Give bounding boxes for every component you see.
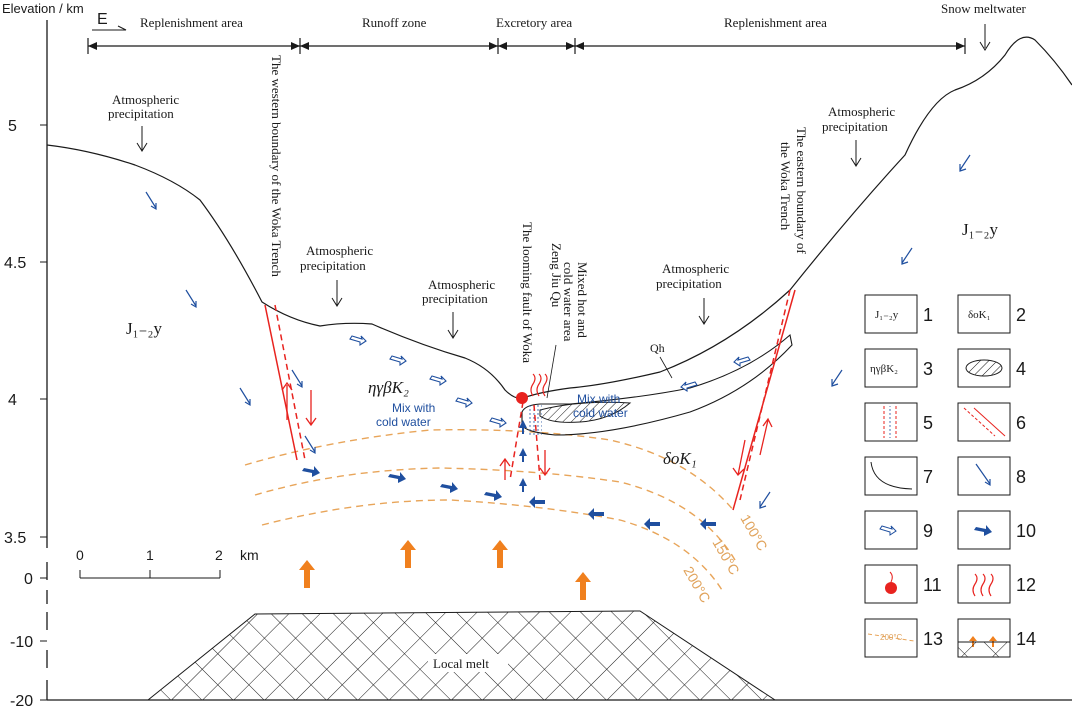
zone-ranges: [87, 38, 966, 54]
looming-fault: [499, 401, 551, 481]
legend-num-6: 6: [1016, 413, 1026, 433]
legend-swatch-11: [885, 571, 897, 594]
scale-tick-1: 1: [146, 547, 154, 563]
isotherm-200: [261, 499, 723, 591]
precip-5-line2: precipitation: [822, 119, 888, 134]
precip-1-line1: Atmospheric: [112, 92, 179, 107]
precip-4-line1: Atmospheric: [662, 261, 729, 276]
orientation-label: E: [97, 11, 108, 28]
steam-icon: [530, 373, 548, 397]
hot-spring-icon: [516, 392, 528, 404]
precip-3-line2: precipitation: [422, 291, 488, 306]
legend-num-1: 1: [923, 305, 933, 325]
legend-num-12: 12: [1016, 575, 1036, 595]
isotherm-label-100: 100°C: [737, 512, 770, 554]
scale-bar: [79, 570, 221, 579]
legend-swatch-5: [883, 406, 897, 438]
scale-unit: km: [240, 547, 259, 563]
isotherm-label-200: 200°C: [680, 564, 713, 606]
infiltration-arrows: [145, 154, 971, 509]
legend-num-7: 7: [923, 467, 933, 487]
east-boundary-fault: [732, 289, 796, 511]
legend-swatch-3: ηγβK₂: [870, 363, 898, 375]
heat-arrows: [299, 540, 591, 600]
mix-right-2: cold water: [573, 406, 628, 420]
legend-swatch-7: [870, 461, 913, 490]
rock-j-west: J₁₋₂y: [126, 319, 162, 338]
deep-melt: Local melt: [146, 610, 777, 701]
precip-1-line2: precipitation: [108, 106, 174, 121]
legend-swatch-10: [974, 525, 992, 536]
tick-minus-20: -20: [10, 693, 33, 709]
precip-3-line1: Atmospheric: [428, 277, 495, 292]
mixed-area-label-1: Mixed hot and: [575, 262, 590, 338]
precip-2-line2: precipitation: [300, 258, 366, 273]
legend-swatch-8: [975, 463, 991, 487]
orientation-marker: E: [92, 11, 127, 31]
snow-arrow: [979, 24, 991, 51]
precip-5-line1: Atmospheric: [828, 104, 895, 119]
legend-num-3: 3: [923, 359, 933, 379]
scale-tick-2: 2: [215, 547, 223, 563]
zone-replenishment-east: Replenishment area: [724, 15, 827, 30]
legend-num-11: 11: [923, 575, 942, 595]
tick-4-5: 4.5: [4, 255, 26, 272]
runoff-arrows: [349, 335, 751, 429]
rock-eta: ηγβK₂: [368, 378, 409, 397]
west-boundary-label: The western boundary of the Woka Trench: [269, 55, 284, 277]
deep-flow-arrows: [302, 466, 716, 530]
legend-num-13: 13: [923, 629, 943, 649]
legend-swatch-14: [957, 636, 1011, 658]
zone-replenishment-west: Replenishment area: [140, 15, 243, 30]
west-boundary-fault: [264, 304, 317, 461]
legend-swatch-2: δoK₁: [968, 309, 991, 321]
tick-0: 0: [24, 571, 33, 588]
legend-swatch-9: [879, 525, 897, 536]
precip-4-line2: precipitation: [656, 276, 722, 291]
legend-num-5: 5: [923, 413, 933, 433]
rock-delta: δoK₁: [663, 449, 697, 468]
east-boundary-label-1: The eastern boundary of: [794, 127, 809, 254]
legend-num-4: 4: [1016, 359, 1026, 379]
zone-excretory: Excretory area: [496, 15, 572, 30]
axis-title: Elevation / km: [2, 1, 84, 16]
tick-3-5: 3.5: [4, 530, 26, 547]
legend-num-9: 9: [923, 521, 933, 541]
legend-swatch-1: J₁₋₂y: [875, 309, 899, 321]
tick-5: 5: [8, 118, 17, 135]
isotherm-150: [254, 467, 736, 561]
isotherms: [244, 429, 736, 591]
snow-meltwater-label: Snow meltwater: [941, 1, 1027, 16]
legend-num-8: 8: [1016, 467, 1026, 487]
tick-4: 4: [8, 392, 17, 409]
local-melt-label: Local melt: [433, 656, 489, 671]
legend-swatch-13: 200°C: [880, 633, 903, 642]
legend-num-10: 10: [1016, 521, 1036, 541]
qh-label: Qh: [650, 341, 665, 355]
tick-minus-10: -10: [10, 634, 33, 651]
isotherm-100: [244, 429, 736, 513]
rock-j-east: J₁₋₂y: [962, 220, 998, 239]
mixed-zone-hatch: [539, 401, 632, 423]
precip-2-line1: Atmospheric: [306, 243, 373, 258]
legend: J₁₋₂y 1 δoK₁ 2 ηγβK₂ 3 4 5 6 7 8 9: [864, 294, 1036, 658]
legend-swatch-4: [965, 359, 1003, 377]
mix-left-2: cold water: [376, 415, 431, 429]
legend-swatch-12: [972, 573, 994, 597]
zone-runoff: Runoff zone: [362, 15, 427, 30]
isotherm-label-150: 150°C: [709, 536, 742, 578]
scale-tick-0: 0: [76, 547, 84, 563]
zeng-jiu-qu-label: Zeng Jiu Qu: [549, 243, 564, 308]
mix-right-1: Mix with: [577, 392, 620, 406]
legend-num-2: 2: [1016, 305, 1026, 325]
mix-left-1: Mix with: [392, 401, 435, 415]
mixed-area-label-2: cold water area: [561, 262, 576, 342]
looming-fault-label: The looming fault of Woka: [520, 222, 535, 363]
east-boundary-label-2: the Woka Trench: [778, 142, 793, 231]
legend-swatch-6: [963, 407, 1006, 437]
terrain-surface: [46, 36, 1072, 399]
legend-num-14: 14: [1016, 629, 1036, 649]
upflow-arrows: [519, 420, 527, 492]
